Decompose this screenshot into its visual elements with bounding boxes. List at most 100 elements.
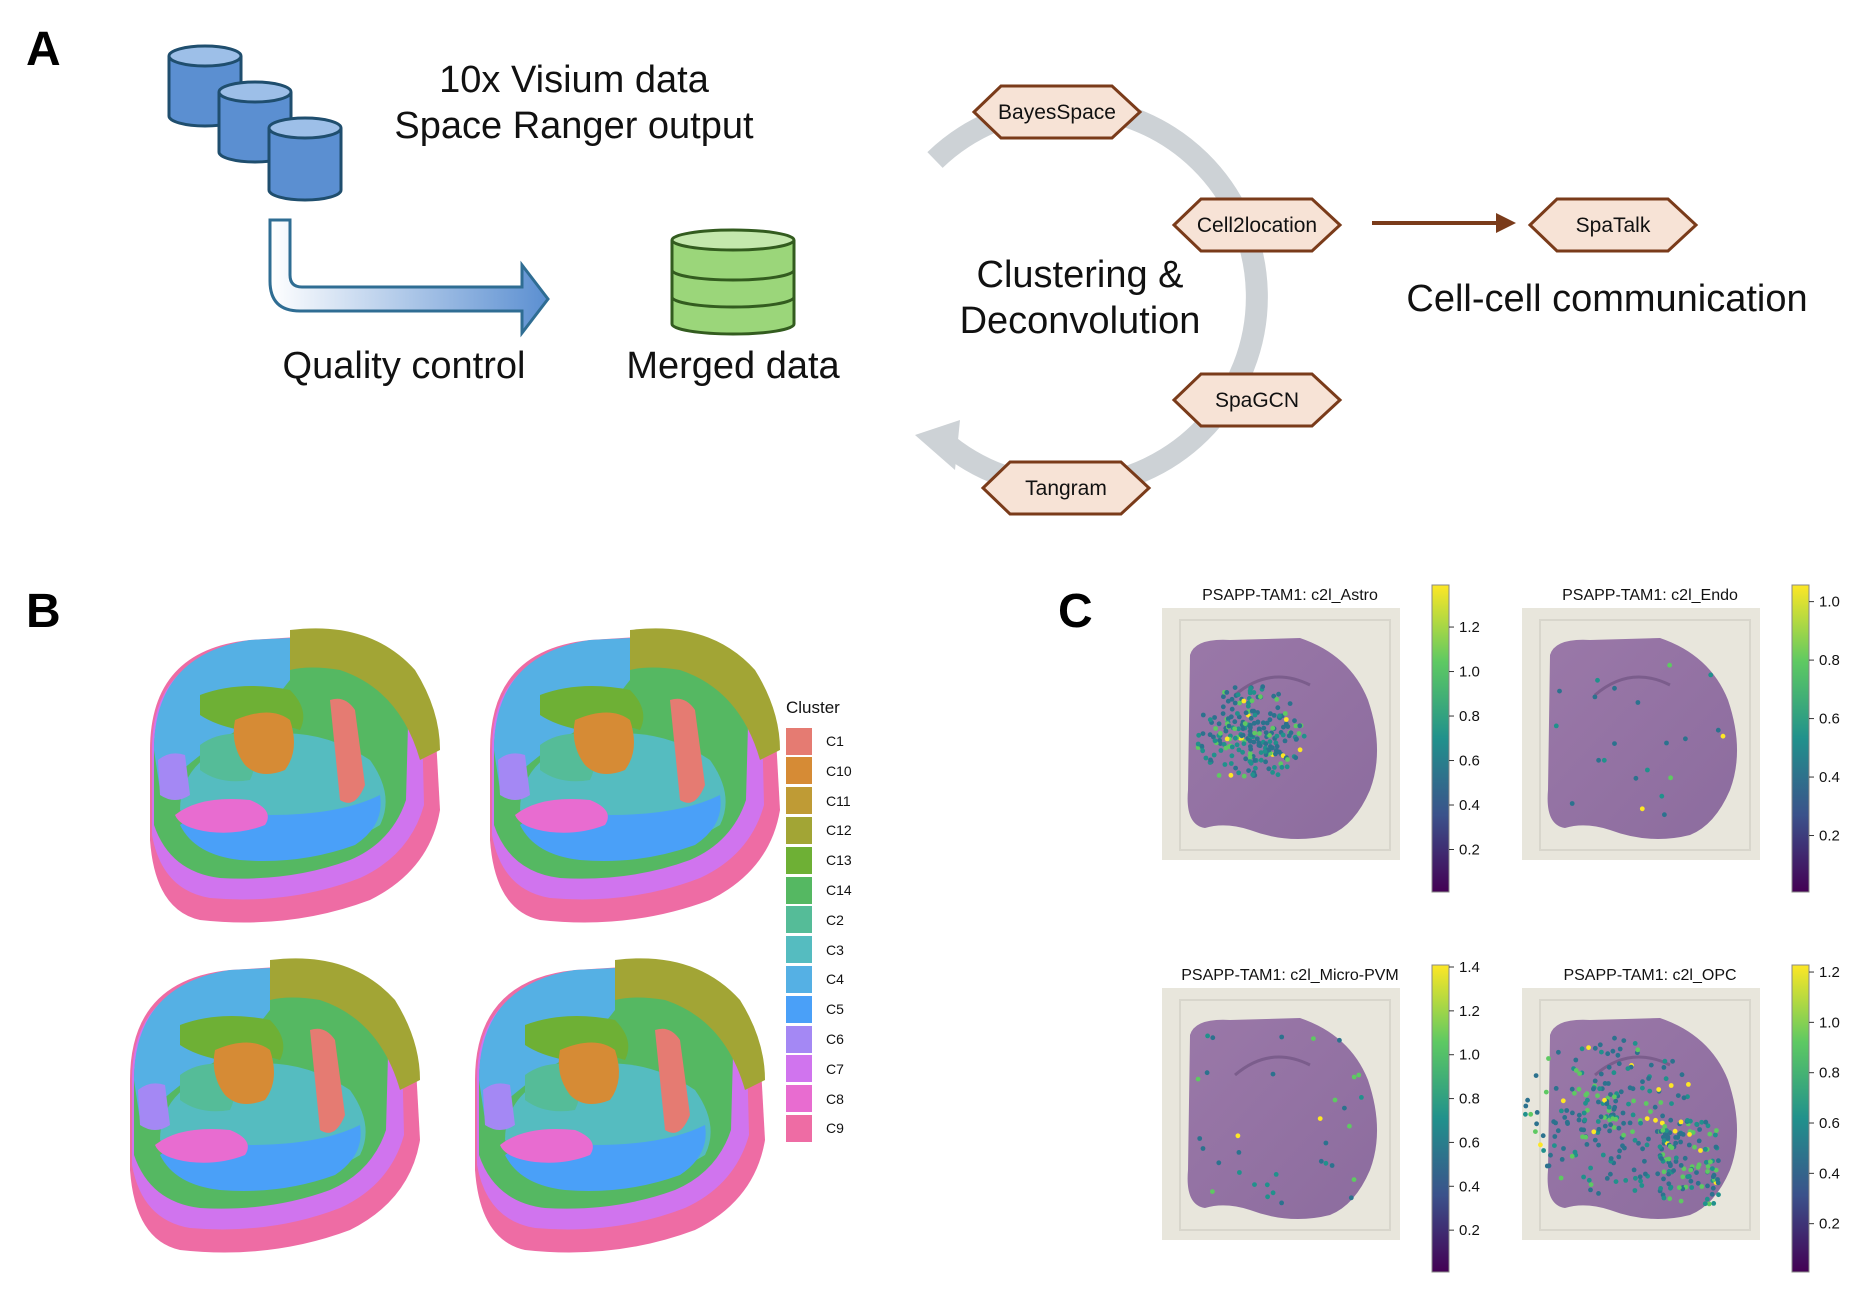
spot (1264, 720, 1270, 726)
legend-swatch (786, 965, 812, 993)
colorbar-tick-label: 0.6 (1459, 753, 1480, 770)
spot (1283, 721, 1289, 727)
spot (1617, 1148, 1622, 1154)
spot (1203, 755, 1209, 761)
spot (1234, 742, 1240, 748)
legend-item-c4: C4 (786, 965, 844, 993)
spot (1599, 1049, 1604, 1055)
panel-label-b: B (26, 585, 61, 638)
spot (1232, 719, 1238, 725)
legend-item-c14: C14 (786, 876, 852, 904)
spot (1211, 752, 1217, 758)
spot (1213, 726, 1218, 731)
input-data-title: 10x Visium data Space Ranger output (394, 58, 753, 149)
spot (1688, 1118, 1693, 1124)
spot (1228, 714, 1234, 720)
colorbar-tick-label: 0.4 (1819, 769, 1840, 786)
panel-label-a: A (26, 23, 61, 76)
spot (1274, 733, 1280, 739)
spot (1278, 761, 1284, 767)
spot (1249, 708, 1255, 714)
spot (1570, 1110, 1575, 1116)
spot (1673, 1140, 1679, 1146)
spot (1631, 1098, 1636, 1104)
cluster-region-c10 (213, 1042, 274, 1104)
spot (1273, 1172, 1279, 1177)
spot (1236, 1150, 1242, 1155)
spot (1220, 711, 1226, 716)
spot (1596, 1099, 1601, 1105)
legend-item-c7: C7 (786, 1055, 844, 1083)
spot (1710, 1185, 1716, 1191)
spot (1247, 754, 1253, 760)
legend-item-c12: C12 (786, 816, 852, 844)
colorbar-tick-label: 0.2 (1459, 1222, 1480, 1239)
spot (1286, 733, 1292, 739)
legend-label: C14 (826, 882, 852, 898)
colorbar-tick-label: 1.2 (1459, 1003, 1480, 1020)
legend-swatch (786, 787, 812, 815)
hippocampus-outline (1594, 675, 1671, 697)
legend-item-c10: C10 (786, 757, 852, 785)
spot (1588, 1165, 1593, 1171)
spot (1695, 1180, 1701, 1186)
spot (1646, 1076, 1651, 1081)
spot (1630, 1129, 1635, 1135)
spot (1646, 1136, 1651, 1142)
spot (1564, 1108, 1570, 1113)
spot (1588, 1182, 1594, 1187)
legend-title: Cluster (786, 698, 840, 717)
spot (1265, 1194, 1270, 1200)
spot (1669, 1101, 1674, 1106)
spot (1548, 1152, 1553, 1158)
spot (1561, 1146, 1566, 1151)
spot (1591, 1129, 1597, 1135)
spot (1266, 766, 1272, 772)
spot (1235, 692, 1241, 698)
slide-frame (1539, 619, 1751, 851)
cluster-region-c10 (573, 712, 634, 774)
spot (1658, 1100, 1664, 1105)
spot (1248, 722, 1253, 728)
spot (1633, 775, 1639, 781)
spot (1247, 751, 1253, 756)
legend-swatch (786, 816, 812, 844)
cluster-region-c5 (160, 1125, 361, 1191)
spot (1243, 756, 1249, 762)
tangram-node: Tangram (980, 460, 1152, 516)
spot (1560, 1098, 1566, 1104)
spot (1581, 1174, 1586, 1180)
spot (1673, 1155, 1679, 1161)
spot (1643, 1171, 1648, 1177)
legend-item-c9: C9 (786, 1114, 844, 1142)
spot (1597, 1042, 1603, 1048)
legend-swatch (786, 1025, 812, 1053)
cluster-region-c1 (330, 698, 365, 803)
cluster-region-c10 (233, 712, 294, 774)
hippocampus-outline (1594, 1055, 1671, 1077)
spot (1592, 1078, 1598, 1084)
spot (1647, 1088, 1653, 1094)
spot (1713, 1167, 1719, 1173)
spot (1648, 1109, 1653, 1114)
spot (1662, 812, 1667, 818)
spot (1311, 1036, 1316, 1041)
tissue-section-1 (150, 628, 440, 923)
spot (1282, 711, 1288, 716)
spot (1256, 740, 1262, 746)
spot (1264, 1182, 1270, 1188)
spot (1705, 1123, 1711, 1129)
spot (1714, 1128, 1719, 1133)
spot (1662, 1058, 1668, 1064)
spot (1613, 1116, 1619, 1122)
spot (1686, 1082, 1691, 1087)
spot (1240, 726, 1246, 732)
spot (1612, 1094, 1617, 1100)
legend-label: C13 (826, 852, 852, 869)
spot (1249, 698, 1255, 704)
spot (1576, 1086, 1582, 1092)
spot (1617, 1046, 1623, 1052)
legend-label: C11 (826, 792, 851, 809)
spot (1581, 1110, 1587, 1116)
